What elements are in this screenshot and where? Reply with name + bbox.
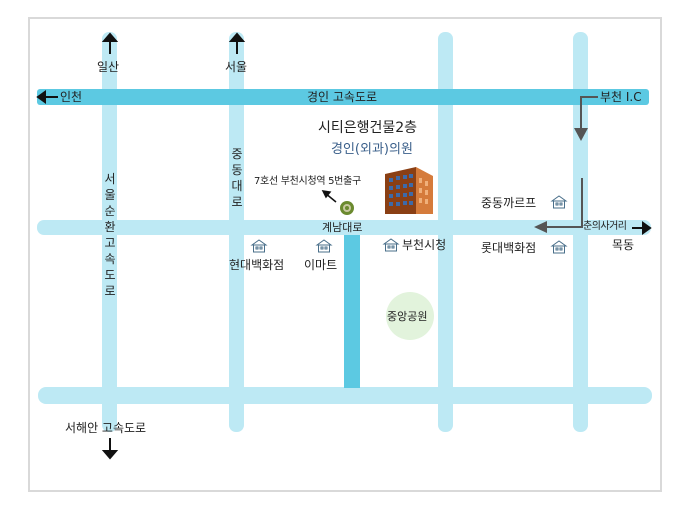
central-access-road	[344, 235, 360, 388]
label-gyeongin-expressway: 경인 고속도로	[307, 90, 378, 104]
label-ilsan: 일산	[97, 60, 120, 74]
route-arrow-left-icon	[534, 221, 547, 233]
store-icon-emart	[315, 239, 333, 253]
label-bucheon-ic: 부천 I.C	[600, 90, 642, 104]
label-jungdong-carrefour: 중동까르프	[481, 196, 537, 210]
route-to-chunui	[544, 178, 583, 228]
store-icon-cityhall	[382, 238, 400, 252]
label-emart: 이마트	[304, 258, 338, 272]
subway-exit-label: 7호선 부천시청역 5번출구	[254, 176, 361, 187]
route-from-bucheon-ic	[580, 96, 598, 132]
label-central-park: 중앙공원	[387, 310, 428, 323]
target-clinic-name: 경인(외과)의원	[331, 142, 413, 157]
central-park-circle	[386, 292, 434, 340]
road-horizontal-bottom	[38, 387, 652, 404]
pointer-arrow-icon	[321, 190, 337, 203]
store-icon-hyundai	[250, 239, 268, 253]
label-seohaean: 서해안 고속도로	[65, 421, 147, 435]
building-icon	[385, 167, 433, 214]
label-lotte: 롯대백화점	[481, 241, 537, 255]
label-hyundai: 현대백화점	[229, 258, 285, 272]
label-chunui-intersection: 춘의사거리	[583, 221, 627, 232]
road-horizontal-gyenam	[37, 220, 651, 235]
arrow-up-seoul-icon	[228, 32, 246, 54]
label-seoul: 서울	[225, 60, 248, 74]
arrow-left-incheon-icon	[36, 90, 58, 104]
gyeongin-expressway-band	[37, 89, 649, 105]
arrow-up-ilsan-icon	[101, 32, 119, 54]
route-arrow-down-icon	[574, 128, 588, 141]
label-incheon: 인천	[60, 90, 83, 104]
label-gyenam-daero: 계남대로	[322, 221, 363, 234]
store-icon-carrefour	[550, 195, 568, 209]
label-mokdong: 목동	[612, 238, 635, 252]
target-building-name: 시티은행건물2층	[318, 120, 418, 136]
subway-marker-icon	[340, 201, 354, 215]
label-bucheon-cityhall: 부천시청	[402, 238, 447, 252]
arrow-down-seohaean-icon	[101, 438, 119, 460]
store-icon-lotte	[550, 240, 568, 254]
arrow-right-mokdong-icon	[632, 221, 652, 235]
